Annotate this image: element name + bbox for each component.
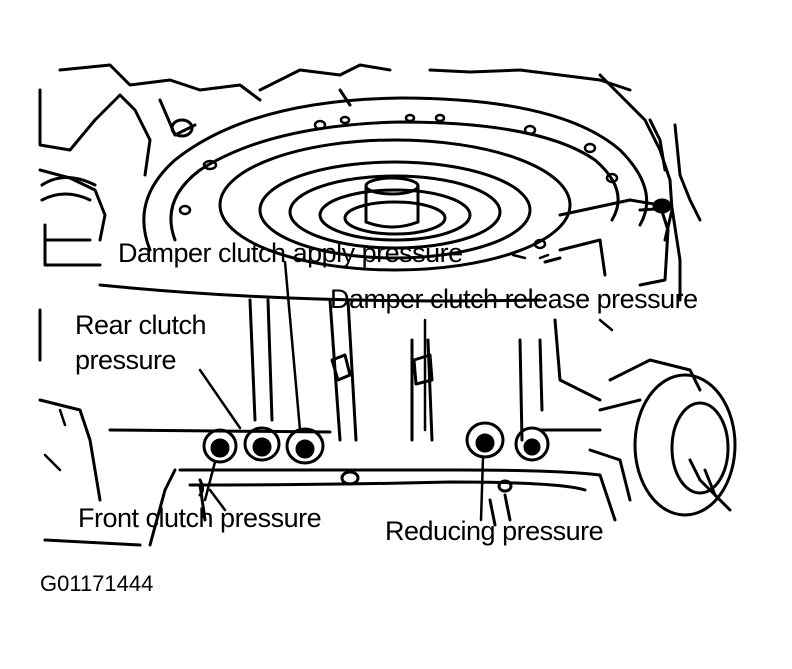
label-rear-clutch-line1: Rear clutch [75, 310, 207, 340]
port-front-clutch [202, 428, 238, 464]
port-damper-apply [285, 427, 325, 465]
port-rear-clutch [243, 426, 281, 462]
port-release [514, 426, 550, 462]
case-body [98, 283, 702, 442]
label-damper-clutch-release: Damper clutch release pressure [330, 284, 698, 314]
figure-id: G01171444 [40, 571, 154, 596]
port-reducing [465, 421, 505, 459]
label-rear-clutch-line2: pressure [75, 345, 177, 375]
label-damper-clutch-apply: Damper clutch apply pressure [118, 238, 463, 268]
converter-housing [142, 96, 649, 272]
left-housing [38, 88, 152, 547]
right-bracket [543, 198, 682, 302]
right-cover [588, 373, 737, 517]
details [43, 253, 614, 512]
leader-lines [198, 253, 527, 522]
pressure-ports [202, 421, 550, 465]
flange-holes [178, 113, 619, 250]
center-shaft [364, 176, 420, 229]
label-reducing: Reducing pressure [385, 516, 604, 546]
label-front-clutch: Front clutch pressure [78, 503, 322, 533]
top-housing [58, 63, 702, 242]
